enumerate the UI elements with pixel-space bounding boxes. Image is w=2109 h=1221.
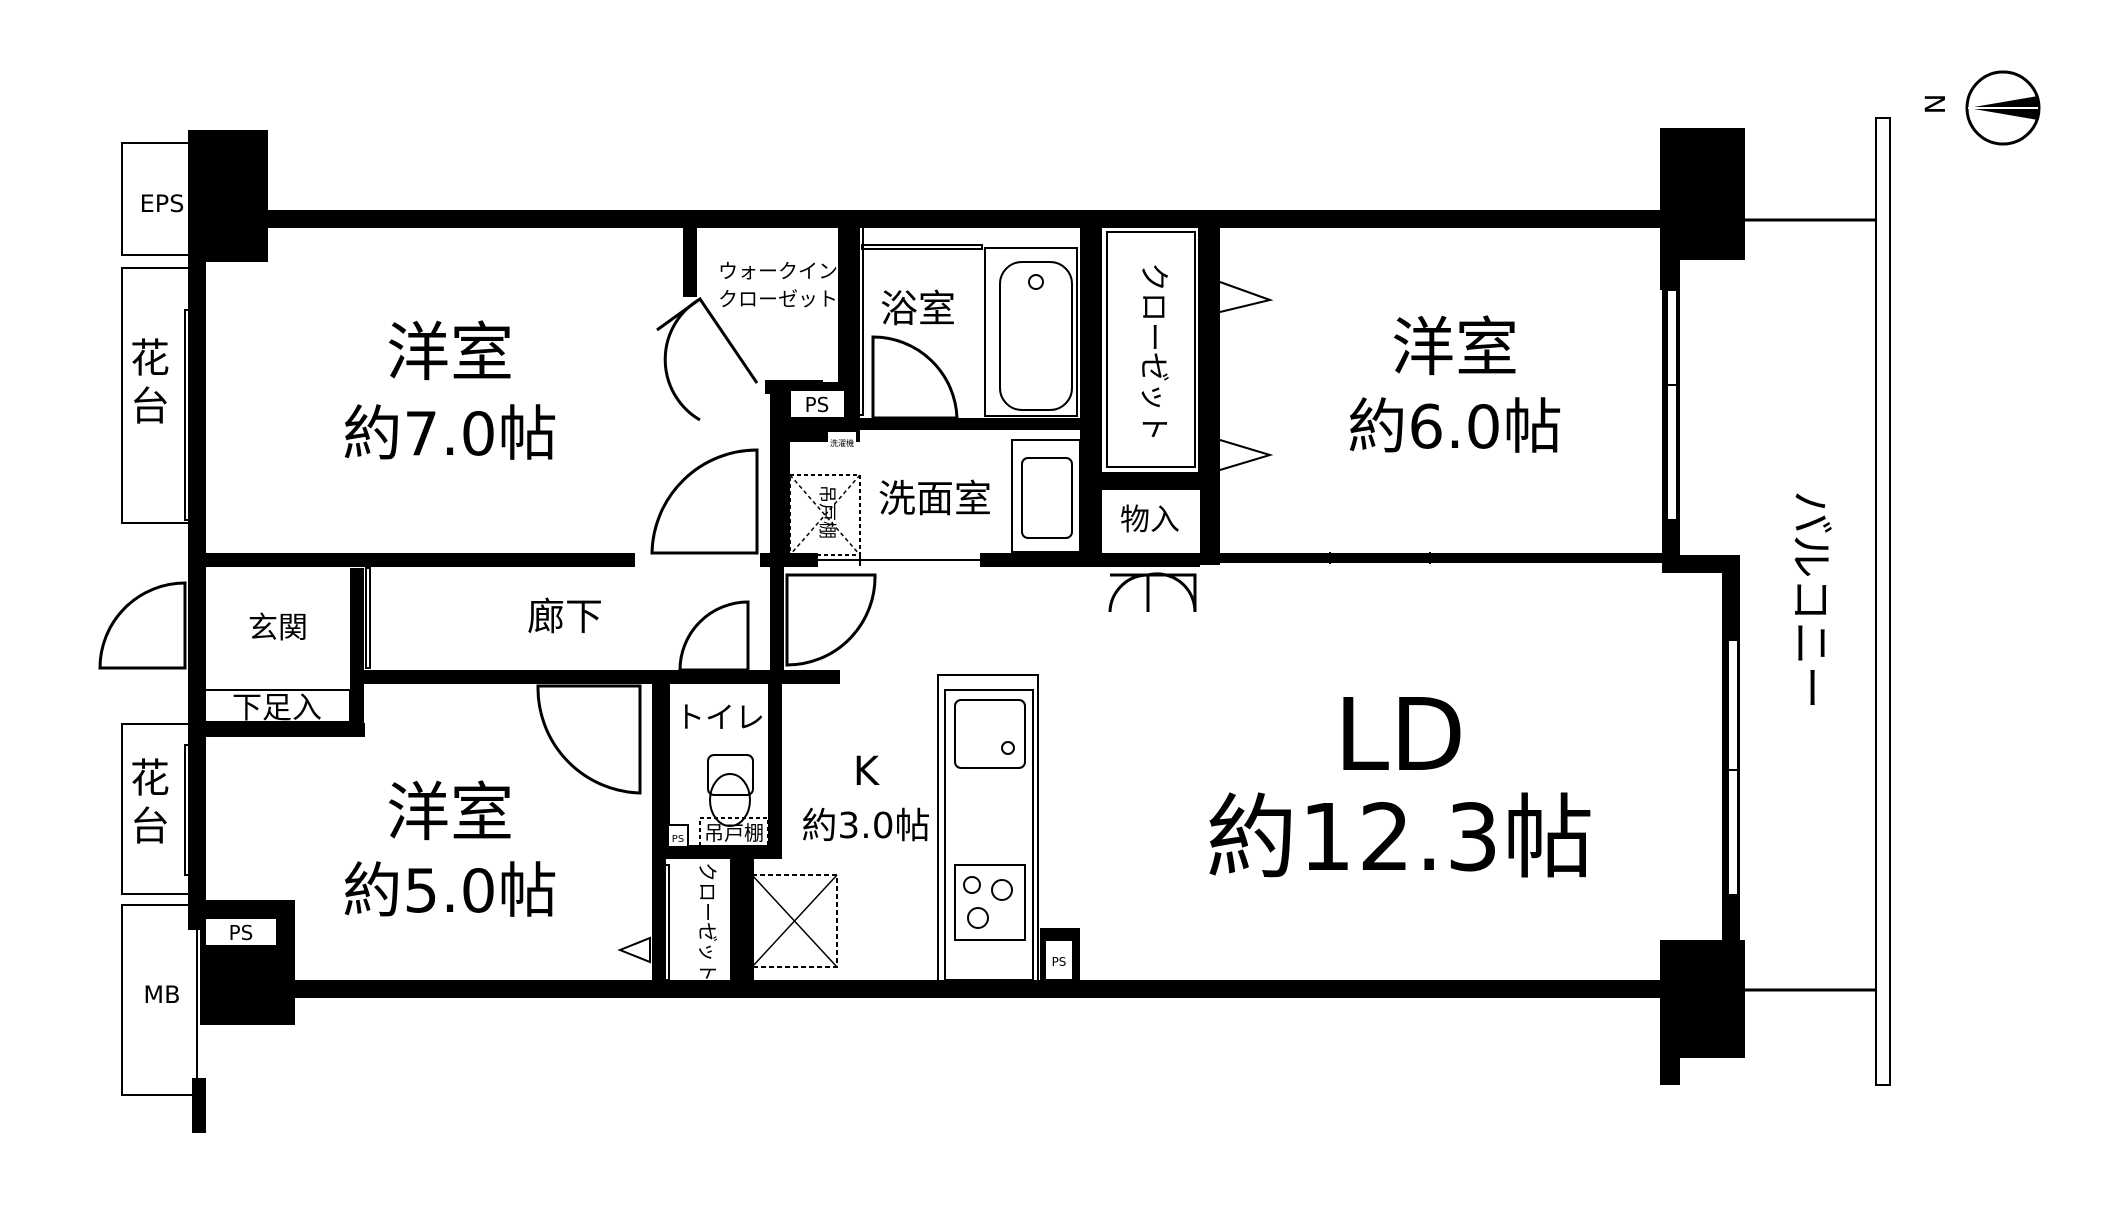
- bathroom-label: 浴室: [880, 287, 956, 331]
- balcony-label: バルコニー: [1785, 490, 1836, 709]
- room-5-name: 洋室: [386, 777, 514, 851]
- mb-box: [121, 904, 198, 1096]
- flower-bed-2-label-top: 花: [130, 756, 170, 802]
- toilet-shelf-label: 吊戸棚: [704, 821, 764, 845]
- hallway-label: 廊下: [527, 595, 603, 639]
- kitchen-size: 約3.0帖: [801, 806, 930, 847]
- toilet-label: トイレ: [675, 701, 765, 736]
- north-compass: N: [1918, 70, 2041, 146]
- doors: [98, 296, 1197, 795]
- ps-label-3: PS: [672, 834, 684, 845]
- room-7-name: 洋室: [386, 317, 514, 391]
- ld-size: 約12.3帖: [1206, 785, 1595, 892]
- room-6-name: 洋室: [1391, 312, 1519, 386]
- left-exterior: EPS 花 台 花 台 MB: [121, 142, 206, 1133]
- wash-shelf-label: 吊戸棚: [816, 485, 837, 539]
- walls: [188, 128, 1745, 1085]
- ld-name: LD: [1334, 677, 1467, 794]
- fixtures: [204, 224, 1274, 984]
- eps-box: [121, 142, 198, 256]
- balcony: バルコニー: [1745, 117, 1891, 1086]
- eps-label: EPS: [140, 190, 185, 218]
- ps-label-1: PS: [805, 393, 830, 417]
- closet-2-label: クローゼット: [696, 862, 720, 982]
- ps-label-2: PS: [229, 921, 254, 945]
- ps-boxes: PS PS PS PS 洗濯機: [204, 389, 1074, 981]
- wic-label-line2: クローゼット: [718, 287, 838, 311]
- storage-label: 物入: [1120, 503, 1180, 538]
- entrance-label: 玄関: [248, 611, 308, 646]
- washer-label: 洗濯機: [830, 438, 854, 448]
- wic-label-line1: ウォークイン: [718, 259, 838, 283]
- flower-bed-1-label-top: 花: [130, 336, 170, 382]
- shoe-box-label: 下足入: [232, 691, 322, 726]
- kitchen-name: K: [853, 749, 881, 795]
- compass-north-label: N: [1918, 94, 1951, 115]
- ps-label-4: PS: [1052, 955, 1067, 969]
- room-5-size: 約5.0帖: [342, 857, 557, 927]
- room-6-size: 約6.0帖: [1347, 393, 1562, 463]
- washroom-label: 洗面室: [878, 477, 992, 521]
- mb-label: MB: [143, 981, 180, 1009]
- closet-1-label: クローゼット: [1136, 262, 1171, 442]
- flower-bed-2-label-bottom: 台: [130, 804, 170, 850]
- flower-bed-1-label-bottom: 台: [130, 384, 170, 430]
- room-labels: 洋室 約7.0帖 洋室 約6.0帖 洋室 約5.0帖 LD 約12.3帖 K 約…: [232, 259, 1594, 982]
- room-7-size: 約7.0帖: [342, 400, 557, 470]
